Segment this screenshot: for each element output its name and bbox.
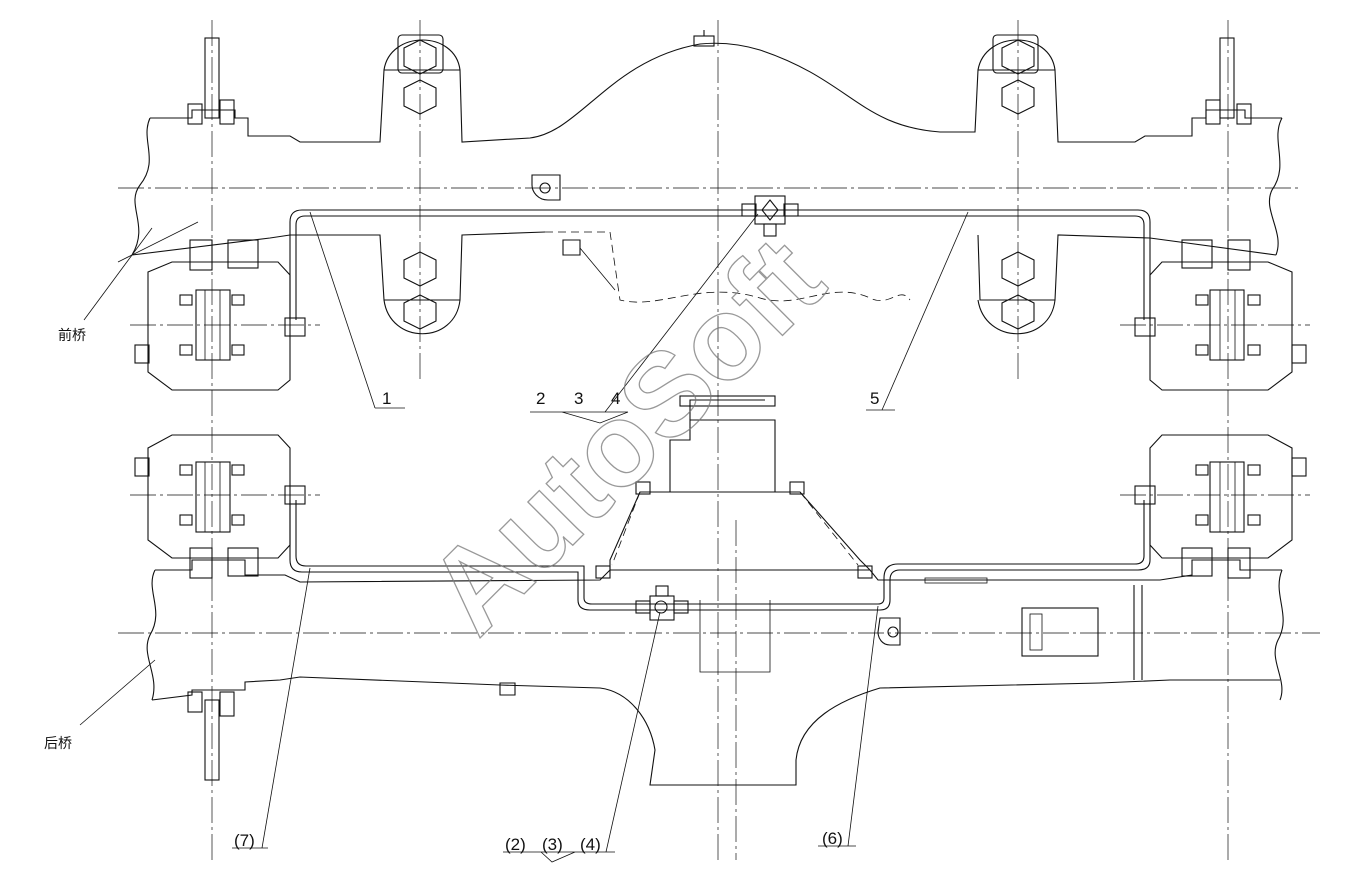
callout-2-rear: (2) <box>505 835 526 854</box>
front-axle-housing <box>131 30 1283 335</box>
rear-brake-pipe <box>289 500 1151 621</box>
callout-1: 1 <box>382 389 391 408</box>
watermark: AutoSoft <box>403 213 849 659</box>
callout-3: 3 <box>574 389 583 408</box>
callout-2: 2 <box>536 389 545 408</box>
center-lines <box>118 20 1320 860</box>
leader-lines <box>79 211 969 863</box>
labels: 前桥 后桥 1 2 3 4 5 (6) (7) (2) (3) (4) <box>44 327 879 854</box>
front-left-wheel-end <box>134 37 306 391</box>
front-right-wheel-end <box>1134 37 1307 391</box>
callout-3-rear: (3) <box>542 835 563 854</box>
callout-7: (7) <box>234 831 255 850</box>
rear-left-wheel-end <box>134 434 306 781</box>
label-front-axle: 前桥 <box>58 327 86 344</box>
callout-4-rear: (4) <box>580 835 601 854</box>
rear-right-wheel-end <box>1134 434 1307 579</box>
rear-axle-housing <box>146 395 1284 786</box>
callout-5: 5 <box>870 389 879 408</box>
callout-4: 4 <box>611 389 620 408</box>
callout-6: (6) <box>822 829 843 848</box>
front-brake-pipe <box>289 195 1151 320</box>
label-rear-axle: 后桥 <box>44 736 72 752</box>
